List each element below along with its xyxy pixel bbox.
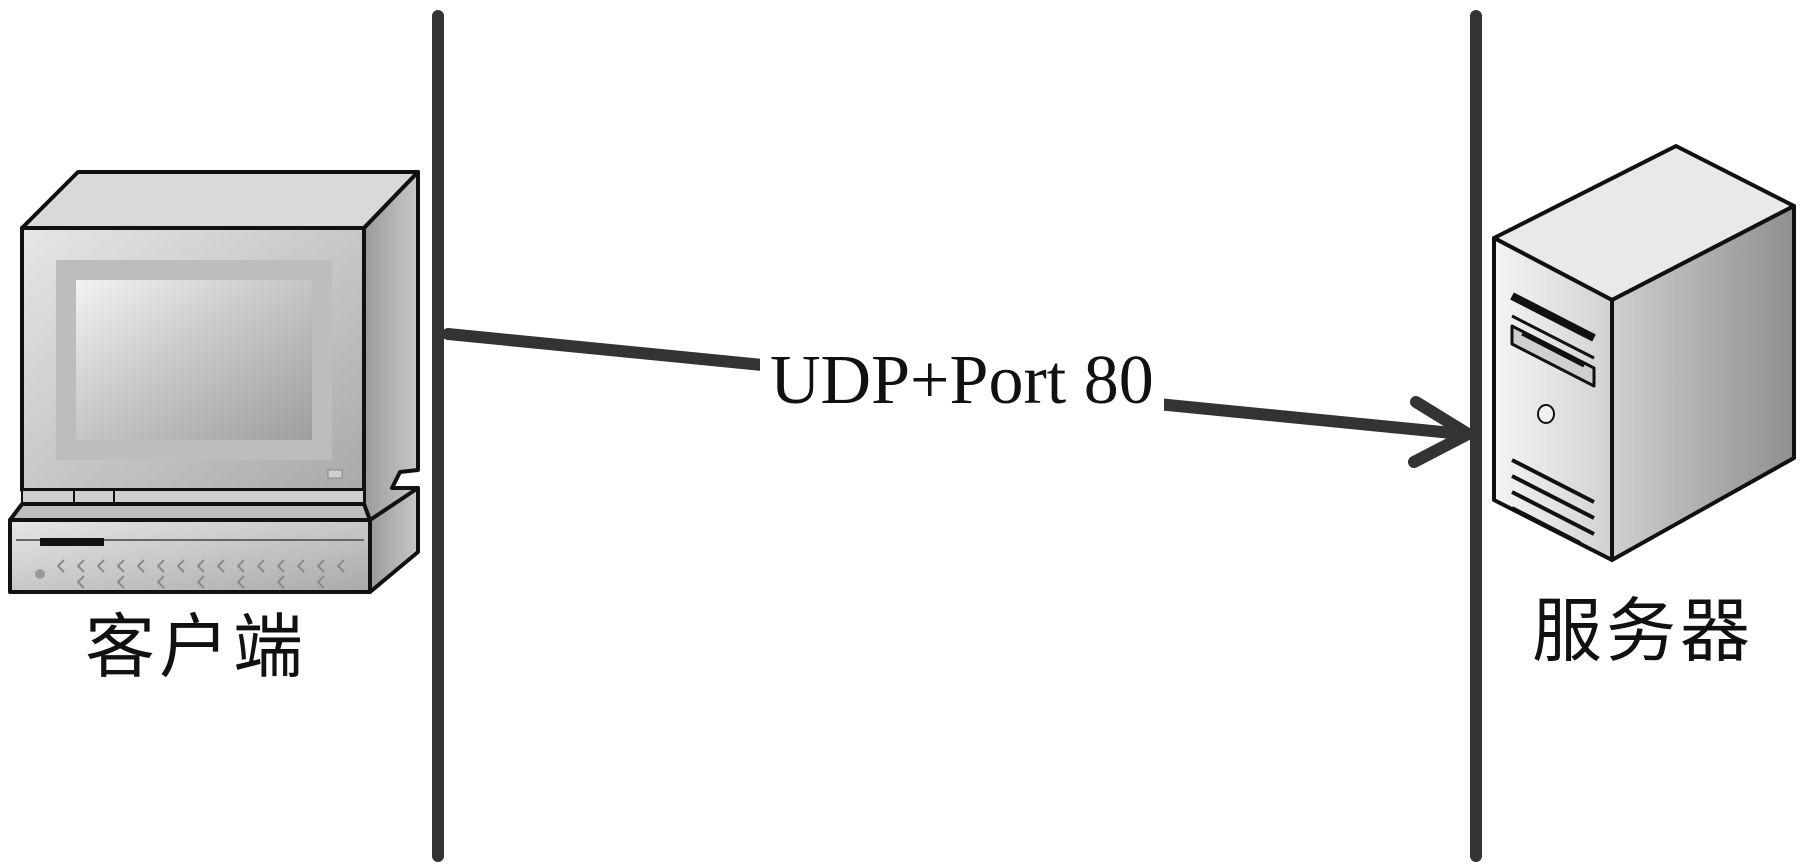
server-label: 服务器: [1532, 590, 1754, 672]
server-tower-icon: [1492, 144, 1796, 562]
client-computer-icon: [8, 170, 420, 594]
client-label: 客户端: [85, 606, 307, 688]
message-label: UDP+Port 80: [760, 346, 1164, 416]
